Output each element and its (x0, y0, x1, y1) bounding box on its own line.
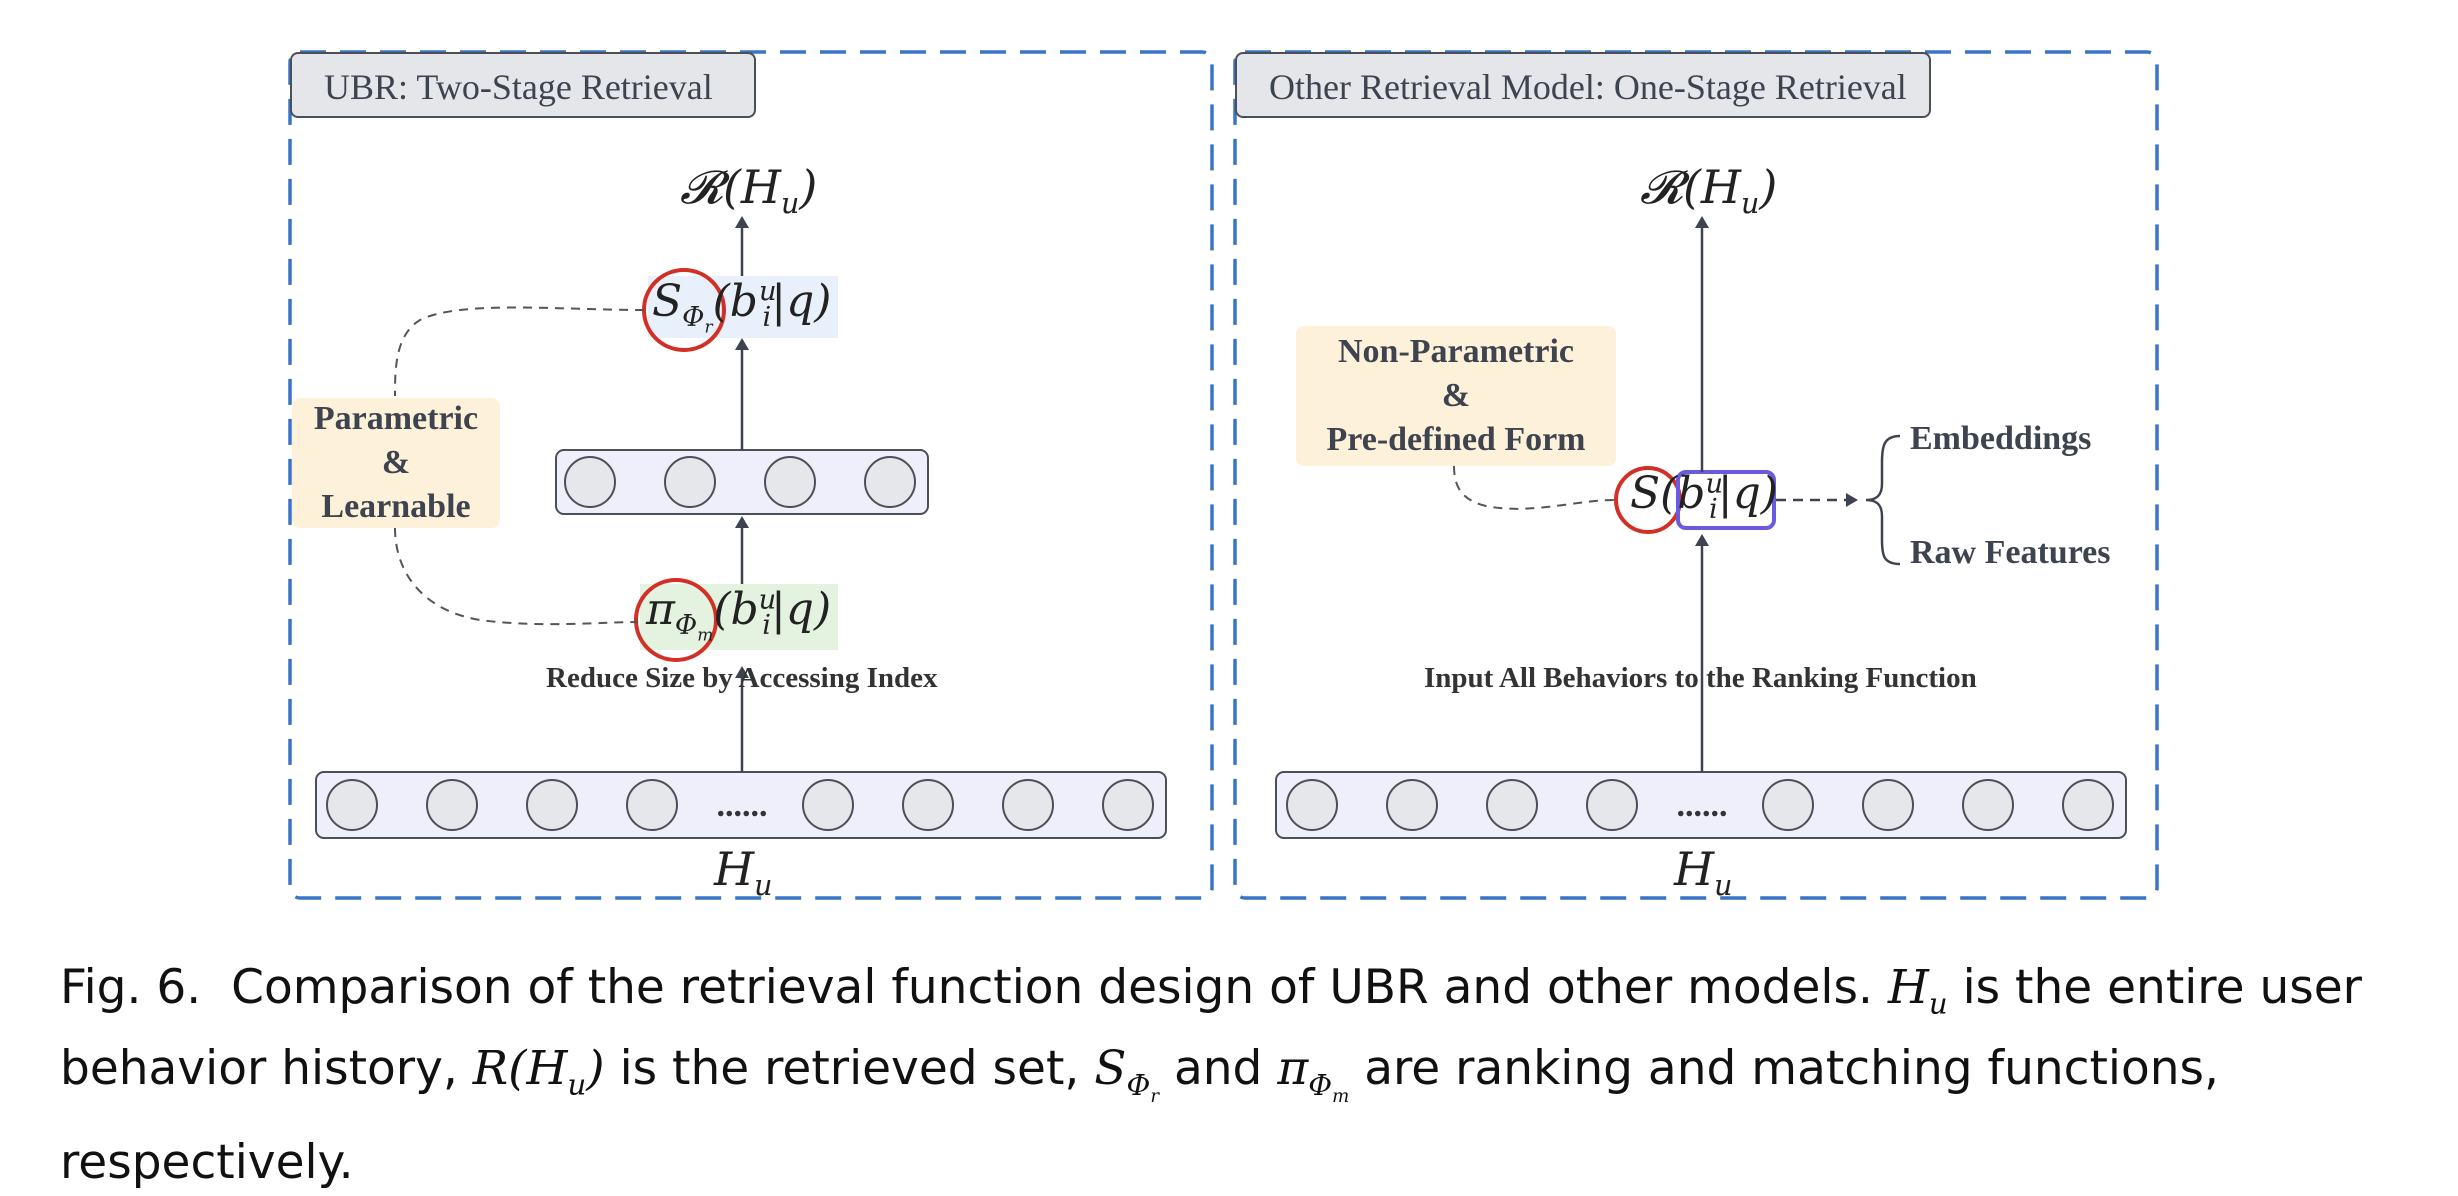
right-rank-function: S(bui|q) (1630, 468, 1778, 525)
brace-item-raw-features: Raw Features (1910, 534, 2111, 571)
left-input-node (1102, 779, 1154, 831)
left-note-curve-top (394, 306, 645, 397)
rank-fn-bg (648, 276, 838, 338)
left-input-node (626, 779, 678, 831)
caption-fig-number: Fig. 6. (60, 960, 202, 1015)
left-match-function: πΦm(bui|q) (646, 584, 832, 645)
left-input-node (426, 779, 478, 831)
right-note-line-2: & (1441, 377, 1471, 414)
caption-text-3: is the retrieved set, (619, 1041, 1080, 1097)
right-output-label: 𝓡(Hu) (1640, 160, 1778, 221)
brace-item-embeddings: Embeddings (1910, 420, 2092, 457)
right-panel-title: Other Retrieval Model: One-Stage Retriev… (1235, 52, 1931, 118)
right-input-label: Hu (1674, 842, 1733, 903)
figure-caption: Fig. 6. Comparison of the retrieval func… (60, 955, 2420, 1196)
right-brace (1865, 434, 1901, 566)
right-input-node (1286, 779, 1338, 831)
left-input-node (1002, 779, 1054, 831)
left-output-label: 𝓡(Hu) (680, 160, 818, 221)
caption-text-4: and (1173, 1041, 1263, 1097)
left-input-node (902, 779, 954, 831)
right-input-node (1386, 779, 1438, 831)
caption-math-rhu: R(Hu) (472, 1041, 605, 1102)
right-input-node (2062, 779, 2114, 831)
match-fn-circle (634, 578, 718, 662)
right-note-line-1: Non-Parametric (1337, 333, 1574, 370)
left-note-curve-bottom (394, 527, 639, 626)
right-arrow-label: Input All Behaviors to the Ranking Funct… (1424, 662, 1977, 694)
left-input-label: Hu (714, 842, 773, 903)
right-input-node (1586, 779, 1638, 831)
left-note-line-1: Parametric (313, 400, 479, 437)
caption-math-pi: πΦm (1277, 1041, 1350, 1107)
left-middle-node (864, 456, 916, 508)
right-note-line-3: Pre-defined Form (1326, 421, 1586, 458)
right-input-node (1962, 779, 2014, 831)
match-fn-bg (640, 584, 838, 650)
right-note-curve (1453, 465, 1615, 510)
right-input-ellipsis: ...... (1677, 787, 1728, 824)
left-note-line-2: & (381, 444, 411, 481)
caption-math-hu: Hu (1887, 960, 1948, 1021)
left-panel-title: UBR: Two-Stage Retrieval (290, 52, 756, 118)
left-param-note: Parametric & Learnable (292, 398, 500, 528)
left-input-ellipsis: ...... (717, 787, 768, 824)
right-nonparam-note: Non-Parametric & Pre-defined Form (1296, 326, 1616, 466)
left-arrow-label: Reduce Size by Accessing Index (546, 662, 938, 694)
left-note-line-3: Learnable (321, 488, 471, 525)
right-input-node (1762, 779, 1814, 831)
right-input-node (1862, 779, 1914, 831)
left-input-node (526, 779, 578, 831)
left-middle-node (764, 456, 816, 508)
left-input-node (326, 779, 378, 831)
left-rank-function: SΦr(bui|q) (652, 276, 832, 337)
right-input-node (1486, 779, 1538, 831)
left-middle-node (664, 456, 716, 508)
left-middle-node (564, 456, 616, 508)
caption-text-2: is the entire user behavior history, (60, 960, 2362, 1097)
caption-text-1: Comparison of the retrieval function des… (231, 960, 1873, 1015)
caption-math-s: SΦr (1094, 1041, 1160, 1107)
right-rank-arg-box (1676, 470, 1776, 530)
retrieval-diagram: ...... ...... (288, 50, 2159, 900)
left-input-node (802, 779, 854, 831)
